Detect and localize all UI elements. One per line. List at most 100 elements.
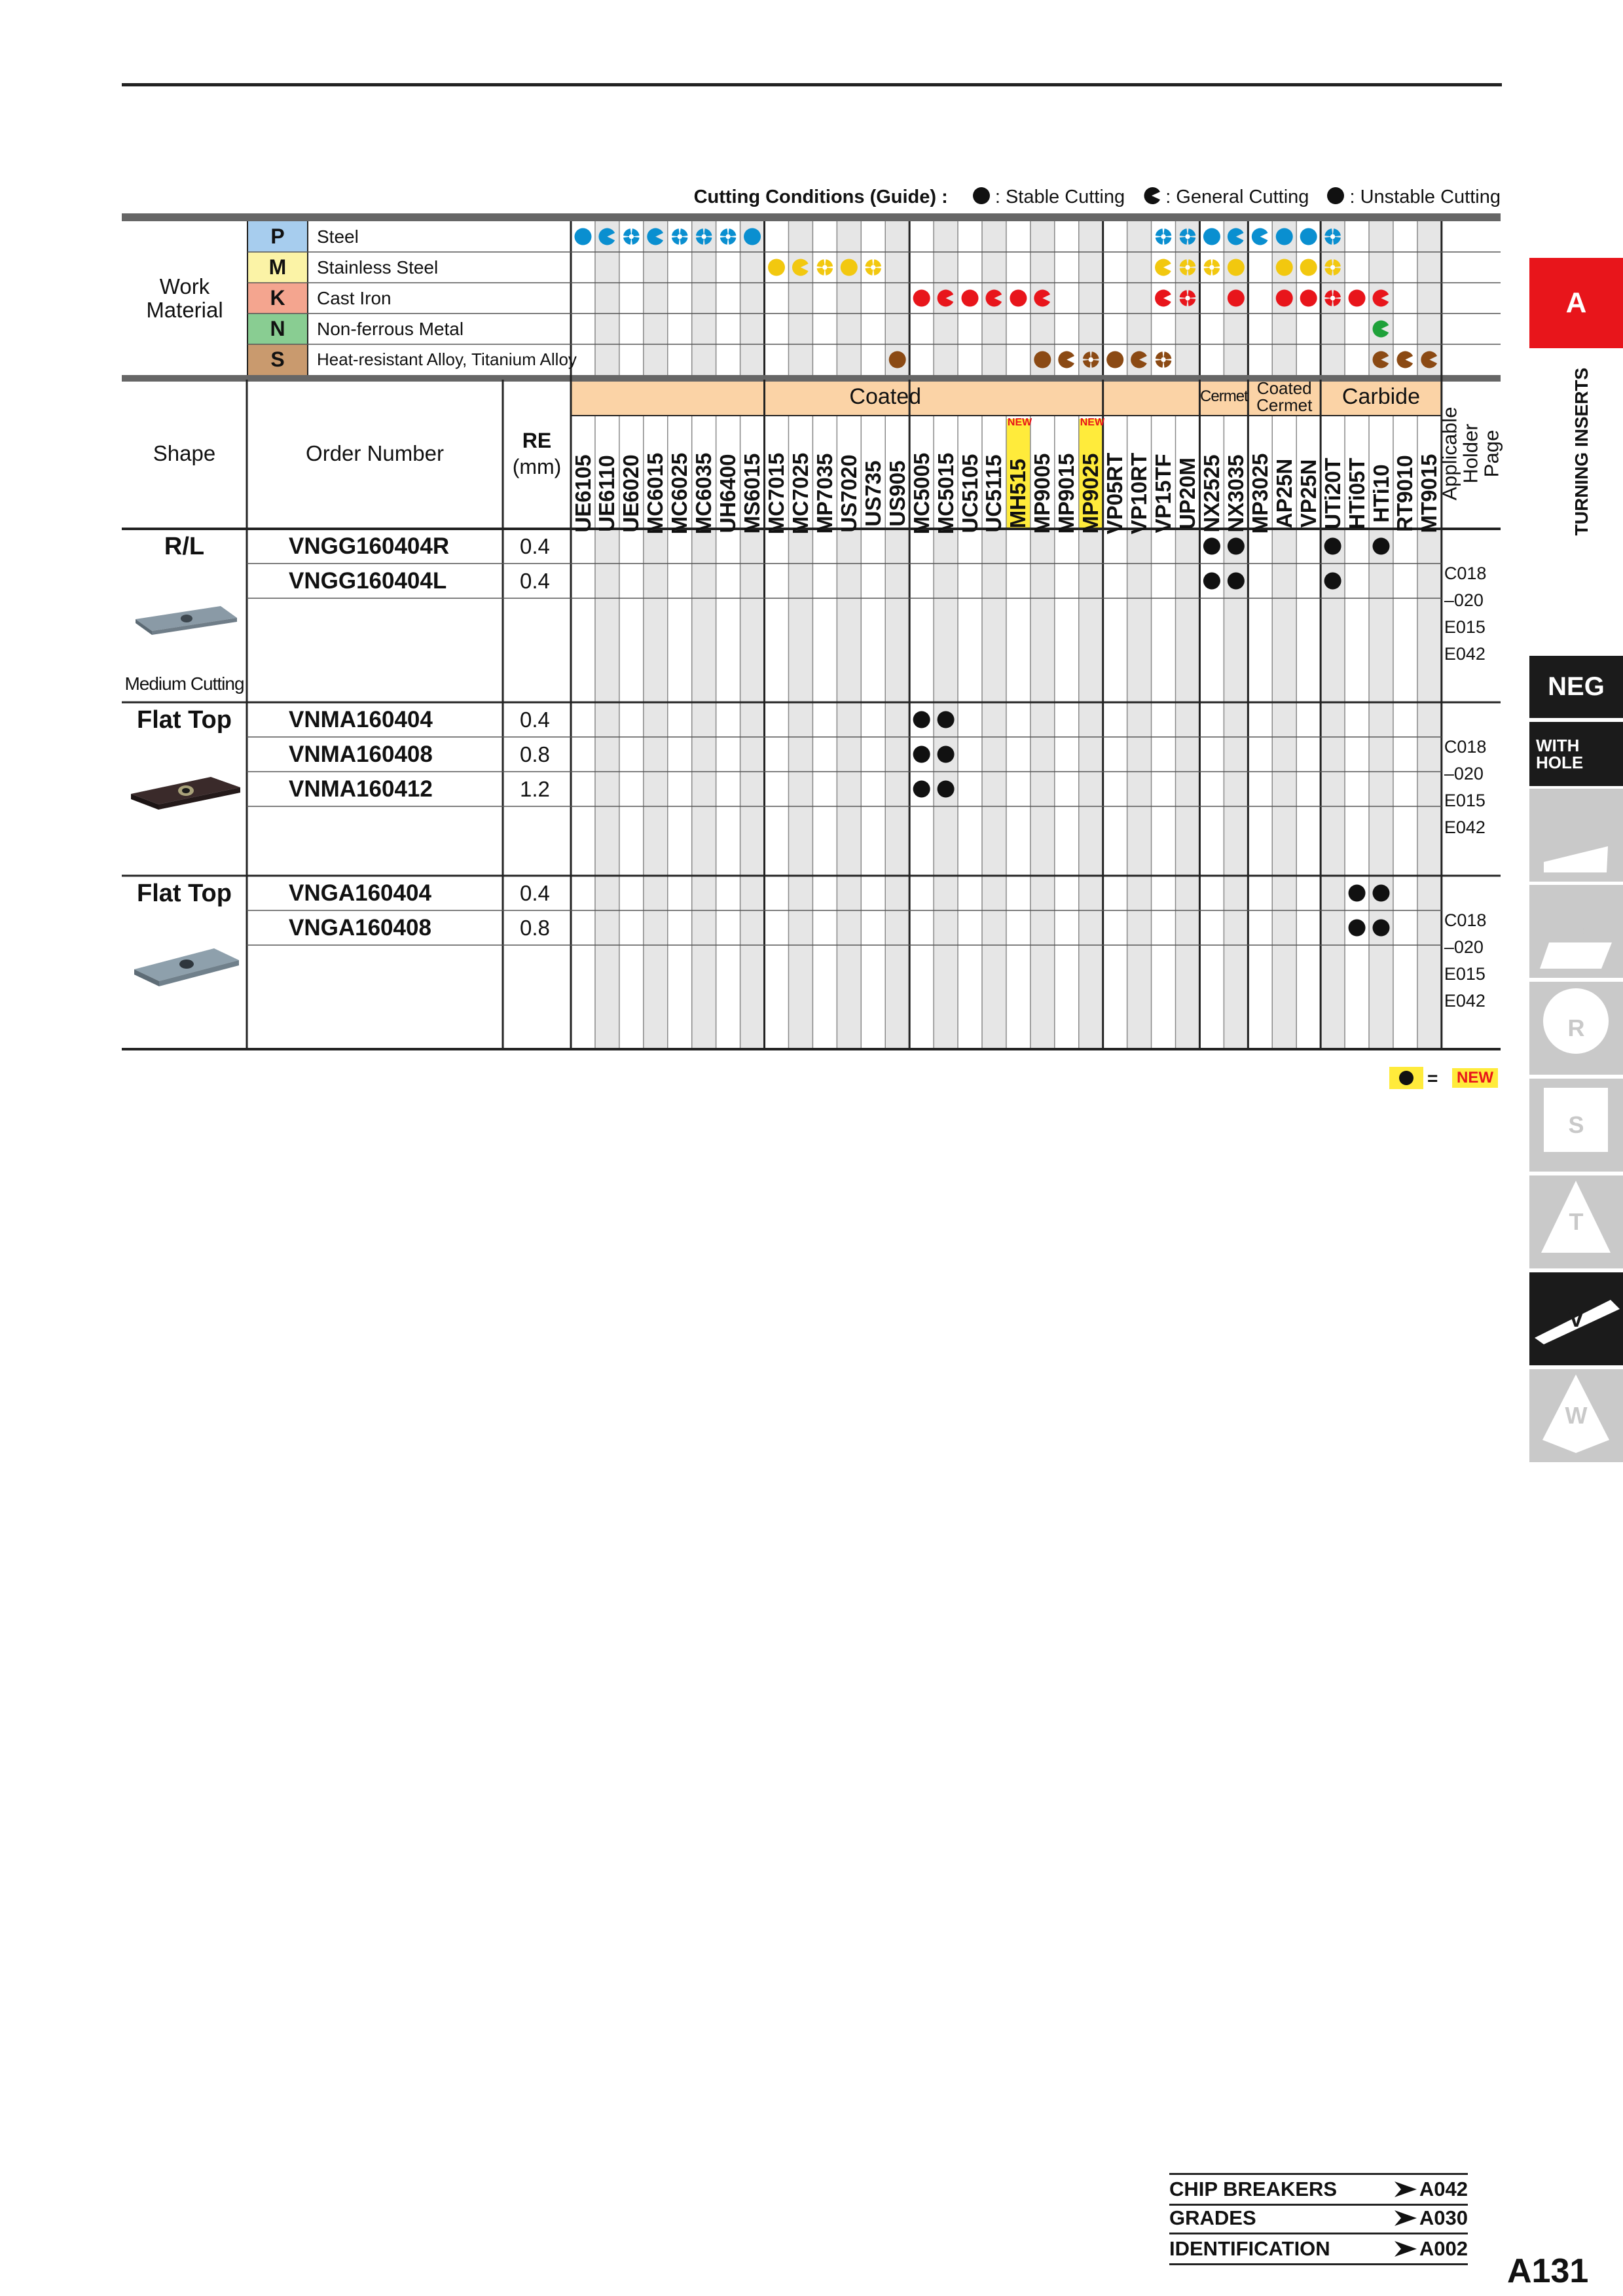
side-tab-label: W [1565, 1402, 1588, 1429]
re-value: 0.4 [520, 880, 550, 905]
side-tab-r[interactable]: R [1529, 982, 1623, 1075]
carbide-label: Carbide [1341, 384, 1420, 409]
ref-label: IDENTIFICATION [1169, 2237, 1330, 2260]
column-shade [1224, 529, 1249, 1049]
condition-mark-p [1251, 228, 1268, 245]
column-shade [837, 529, 862, 1049]
holder-page-ref: C018 [1444, 563, 1487, 583]
side-tab-w[interactable]: W [1529, 1369, 1623, 1462]
condition-mark-p [720, 228, 737, 245]
grade-uti20t: UTi20T [1320, 457, 1345, 529]
re-label: RE [522, 428, 552, 452]
insert-image-vnma [130, 777, 240, 810]
condition-mark-k [1372, 289, 1389, 307]
column-shade [594, 529, 619, 1049]
stock-mark [1227, 537, 1245, 555]
side-tab-neg[interactable]: NEG [1529, 656, 1623, 718]
grade-mc6025: MC6025 [667, 452, 692, 535]
legend-title: Cutting Conditions (Guide) : [693, 187, 948, 207]
grade-mc7015: MC7015 [764, 452, 789, 535]
d-shape-icon [1540, 942, 1612, 969]
grade-mc6015: MC6015 [643, 452, 668, 535]
material-name-p: Steel [317, 226, 359, 247]
grade-uc5105: UC5105 [957, 454, 982, 533]
holder-page-ref: E042 [1444, 990, 1486, 1011]
section-tab-a[interactable]: A [1529, 258, 1623, 348]
grade-vp10rt: VP10RT [1127, 452, 1152, 535]
condition-mark-m [865, 259, 882, 276]
stock-mark [937, 745, 955, 763]
stock-mark [1372, 537, 1390, 555]
holder-page-ref: E015 [1444, 617, 1486, 637]
work-material-label: Work Material [146, 274, 223, 322]
grade-us905: US905 [884, 460, 909, 527]
material-name-m: Stainless Steel [317, 257, 439, 278]
re-value: 1.2 [520, 776, 550, 801]
condition-mark-p [1275, 228, 1293, 245]
ref-link-grades[interactable]: GRADES A030 [1169, 2204, 1468, 2234]
side-tab-v[interactable]: V [1529, 1272, 1623, 1365]
insert-image [122, 761, 247, 820]
insert-image [122, 588, 247, 647]
ref-target: A030 [1394, 2206, 1468, 2230]
arrow-icon [1394, 2241, 1417, 2257]
stock-mark [1203, 537, 1220, 555]
condition-mark-p [671, 228, 688, 245]
column-shade [1417, 529, 1442, 1049]
condition-mark-k [1227, 289, 1245, 307]
grade-vp25n: VP25N [1296, 459, 1321, 528]
ref-page: A042 [1419, 2178, 1468, 2200]
holder-page-ref: –020 [1444, 590, 1484, 610]
grade-mp9025: MP9025 [1078, 453, 1103, 534]
re-value: 0.8 [520, 915, 550, 940]
condition-mark-p [1203, 228, 1220, 245]
side-tab-with-hole[interactable]: WITH HOLE [1529, 722, 1623, 786]
condition-mark-k [937, 289, 954, 307]
grade-mp9005: MP9005 [1030, 453, 1055, 534]
v-shape-icon [1535, 1300, 1620, 1344]
stock-mark [937, 780, 955, 798]
column-shade [1417, 221, 1442, 375]
re-header: RE(mm) [503, 378, 571, 529]
side-tab-label: S [1568, 1111, 1584, 1138]
condition-mark-s [1131, 351, 1147, 368]
side-tab-c[interactable]: C [1529, 789, 1623, 882]
holder-page-ref: E042 [1444, 817, 1486, 837]
grade-ap25n: AP25N [1271, 458, 1296, 529]
column-shade [1272, 529, 1297, 1049]
ref-label: GRADES [1169, 2206, 1256, 2229]
column-shade [740, 529, 765, 1049]
new-grade-swatch [1389, 1067, 1423, 1089]
material-name-n: Non-ferrous Metal [317, 318, 464, 339]
r-shape-icon [1543, 988, 1609, 1054]
condition-mark-s [1106, 351, 1124, 368]
condition-mark-m [792, 259, 809, 276]
side-tab-s[interactable]: S [1529, 1079, 1623, 1172]
general-cutting-icon [1144, 187, 1161, 204]
stock-mark [913, 780, 930, 798]
order-number: VNMA160412 [289, 776, 433, 802]
new-label: NEW [1452, 1068, 1498, 1088]
page-number: A131 [1507, 2252, 1589, 2290]
side-tab-t[interactable]: T [1529, 1175, 1623, 1268]
c-shape-icon [1544, 846, 1608, 872]
column-shade [1030, 529, 1055, 1049]
side-tab-d[interactable]: D [1529, 885, 1623, 978]
order-number: VNGA160408 [289, 914, 431, 941]
column-shade [1175, 529, 1200, 1049]
stock-mark [913, 711, 930, 728]
holder-page-ref: E042 [1444, 643, 1486, 664]
legend-unstable: : Unstable Cutting [1326, 187, 1501, 207]
grade-nx3035: NX3035 [1223, 454, 1248, 533]
condition-mark-s [1396, 351, 1413, 368]
side-tab-label: T [1569, 1208, 1584, 1235]
material-swatch [247, 252, 308, 283]
condition-mark-n [1372, 320, 1389, 338]
column-shade [1127, 529, 1152, 1049]
condition-mark-k [913, 289, 930, 307]
column-shade [1127, 221, 1152, 375]
grade-vp15tf: VP15TF [1151, 454, 1176, 533]
